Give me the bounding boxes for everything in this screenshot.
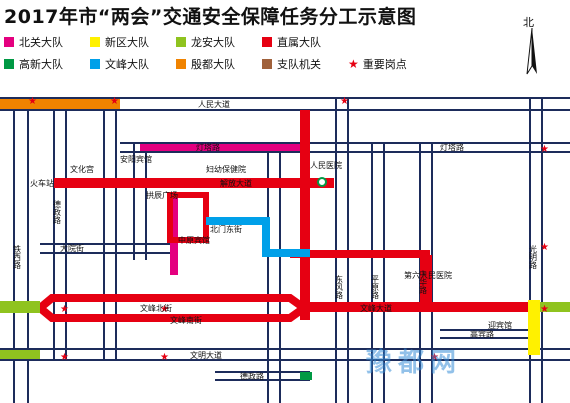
legend-item-gaoxin: 高新大队: [4, 56, 63, 72]
legend: 北关大队 新区大队 龙安大队 直属大队 高新大队 文峰大队 殷都大队 支队机关 …: [4, 34, 474, 78]
place-wenhuagong: 文化宫: [70, 164, 94, 174]
label-jiefang: 解放大道: [220, 178, 252, 188]
post-star: ★: [540, 304, 549, 315]
place-diliurenminyiyuan: 第六人民医院: [404, 270, 452, 280]
place-yingbinguan: 迎宾馆: [488, 320, 512, 330]
post-star: ★: [160, 304, 169, 315]
label-wenfengbei: 文峰北街: [140, 303, 172, 313]
segment-zhishu-dongfeng: [300, 110, 310, 320]
hospital-icon: [317, 177, 327, 187]
watermark: 豫都网: [366, 348, 463, 378]
legend-item-longan: 龙安大队: [176, 34, 235, 50]
segment-yindu: [0, 99, 120, 109]
label-gaoren: 高宾路: [470, 329, 494, 339]
legend-item-wenfeng: 文峰大队: [90, 56, 149, 72]
post-star: ★: [430, 352, 439, 363]
place-fuyoubaojianyuan: 妇幼保健院: [206, 164, 246, 174]
segment-wenfeng-vertical: [262, 217, 270, 257]
segment-longan-bottom: [0, 350, 40, 359]
label-wenfengnan: 文峰南街: [170, 315, 202, 325]
place-renminhuiyuan: 人民医院: [310, 160, 342, 170]
legend-swatch: [90, 37, 100, 47]
segment-zhishu-loop: [33, 294, 311, 322]
north-label: 北: [523, 16, 534, 29]
legend-swatch: [4, 59, 14, 69]
legend-item-keypost: ★重要岗点: [348, 57, 407, 71]
label-wenming: 文明大道: [190, 350, 222, 360]
label-dengta: 灯塔路: [196, 142, 220, 152]
segment-beiguan-vertical: [170, 195, 178, 275]
post-star: ★: [110, 96, 119, 107]
segment-longan-left: [0, 301, 40, 313]
legend-swatch: [90, 59, 100, 69]
post-star: ★: [340, 96, 349, 107]
north-arrow-icon: [526, 27, 537, 75]
legend-item-zhishu: 直属大队: [262, 34, 321, 50]
label-dongfeng: 东风路: [335, 274, 344, 299]
legend-item-yindu: 殷都大队: [176, 56, 235, 72]
segment-beiguan-dengta: [140, 144, 300, 151]
post-star: ★: [160, 352, 169, 363]
legend-item-xinqu: 新区大队: [90, 34, 149, 50]
post-star: ★: [60, 180, 69, 191]
label-dengta-2: 灯塔路: [440, 142, 464, 152]
post-star: ★: [340, 304, 349, 315]
place-anyangbinguan: 安阳宾馆: [120, 154, 152, 164]
segment-zhishu-zhonghua: [420, 255, 432, 305]
segment-zhishu-jiefang: [54, 178, 334, 188]
label-beimen: 北门东街: [210, 224, 242, 234]
segment-gaoxin-right: [540, 302, 570, 312]
label-dezhi: 德政路: [240, 371, 264, 381]
legend-item-zhidui: 支队机关: [262, 56, 321, 72]
place-huochezhan: 火车站: [30, 178, 54, 188]
label-tiexi: 铁西路: [13, 244, 22, 269]
label-renmin: 人民大道: [198, 99, 230, 109]
post-star: ★: [60, 352, 69, 363]
post-star: ★: [28, 96, 37, 107]
legend-swatch: [4, 37, 14, 47]
legend-swatch: [176, 37, 186, 47]
label-pingyuan: 平原路: [371, 275, 380, 299]
segment-xinqu: [528, 300, 540, 355]
post-star: ★: [60, 304, 69, 315]
legend-item-beiguan: 北关大队: [4, 34, 63, 50]
segment-wenfeng-yingwai: [270, 249, 310, 257]
post-star: ★: [540, 144, 549, 155]
post-star: ★: [420, 304, 429, 315]
star-icon: ★: [348, 57, 359, 71]
segment-gaoxin: [300, 372, 312, 380]
legend-swatch: [176, 59, 186, 69]
label-guangming: 光明路: [529, 244, 538, 269]
label-dayuan: 大院街: [60, 243, 84, 253]
label-zhonghua: 中华路: [419, 269, 428, 294]
post-star: ★: [540, 242, 549, 253]
segment-zhishu-wenfeng: [300, 302, 530, 312]
segment-zhishu-dayuan: [290, 250, 430, 258]
post-star: ★: [220, 180, 229, 191]
label-wenfeng: 文峰大道: [360, 303, 392, 313]
place-zhongyuanbinguan: 中原宾馆: [178, 235, 210, 245]
label-v2: 德政路: [53, 199, 62, 224]
segment-wenfeng-beimen: [206, 217, 268, 225]
legend-swatch: [262, 59, 272, 69]
place-gongbeiguangchang: 拱辰广场: [146, 190, 178, 200]
page-title: 2017年市“两会”交通安全保障任务分工示意图: [4, 6, 417, 28]
legend-swatch: [262, 37, 272, 47]
